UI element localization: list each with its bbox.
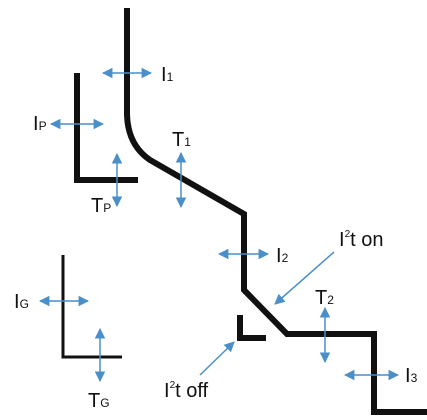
label-i2-main: I: [276, 245, 282, 267]
label-i3-main: I: [405, 365, 411, 387]
label-ig-main: I: [14, 291, 20, 313]
label-i1-sub: 1: [167, 70, 174, 84]
i2t-on-pointer: [274, 251, 335, 305]
label-i2t-off: I2t off: [164, 380, 209, 402]
main-trip-curve: [124, 8, 427, 415]
ground-fault-curve: [61, 255, 122, 359]
label-t2-main: T: [315, 287, 327, 309]
label-t2-sub: 2: [327, 293, 334, 307]
label-ig: IG: [14, 291, 29, 313]
label-ip: IP: [33, 113, 47, 135]
label-t2: T2: [315, 287, 334, 309]
label-t1-main: T: [172, 129, 184, 151]
i2t-off-bracket: [237, 315, 266, 341]
label-tg-sub: G: [100, 396, 109, 410]
label-i3: I3: [405, 365, 418, 387]
label-i2t-off-main: I: [164, 380, 170, 402]
label-i2: I2: [276, 245, 289, 267]
label-i2t-on: I2t on: [339, 229, 383, 251]
label-t1-sub: 1: [184, 135, 191, 149]
label-ig-sub: G: [20, 297, 29, 311]
label-t1: T1: [172, 129, 191, 151]
label-i2t-on-sup: 2: [345, 229, 351, 240]
label-i3-sub: 3: [411, 371, 418, 385]
label-i1-main: I: [161, 64, 167, 86]
label-i2t-on-rest: t on: [350, 229, 383, 251]
label-ip-main: I: [33, 113, 39, 135]
label-tg-main: T: [88, 390, 100, 412]
label-tg: TG: [88, 390, 110, 412]
label-ip-sub: P: [39, 119, 47, 133]
label-tp-main: T: [91, 195, 103, 217]
label-tp-sub: P: [103, 201, 111, 215]
i2t-off-pointer: [199, 341, 235, 376]
label-tp: TP: [91, 195, 111, 217]
label-i1: I1: [161, 64, 174, 86]
label-i2-sub: 2: [282, 251, 289, 265]
label-i2t-on-main: I: [339, 229, 345, 251]
label-i2t-off-sup: 2: [170, 380, 176, 391]
label-i2t-off-rest: t off: [175, 380, 208, 402]
